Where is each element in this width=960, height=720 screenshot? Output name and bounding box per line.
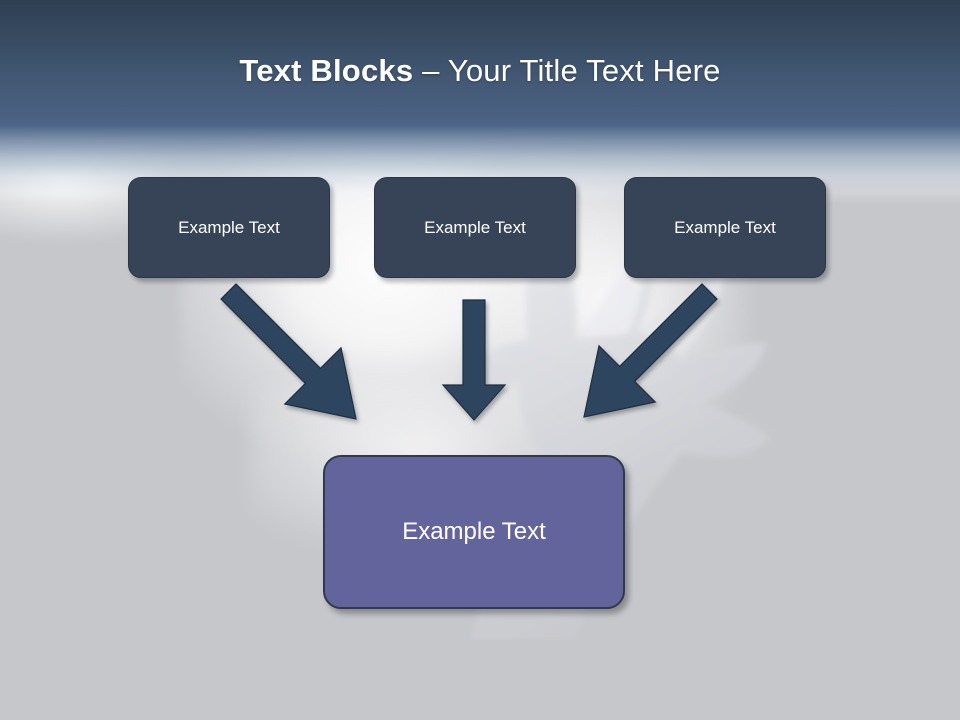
page-title-separator: –: [413, 53, 448, 88]
result-block-label: Example Text: [402, 518, 546, 545]
result-block[interactable]: Example Text: [323, 455, 625, 609]
text-block-3-label: Example Text: [674, 217, 776, 237]
text-block-3[interactable]: Example Text: [624, 177, 826, 278]
text-block-2-label: Example Text: [424, 217, 526, 237]
page-title-strong: Text Blocks: [239, 53, 414, 88]
text-block-1-label: Example Text: [178, 217, 280, 237]
text-block-2[interactable]: Example Text: [374, 177, 576, 278]
text-block-1[interactable]: Example Text: [128, 177, 330, 278]
title-band: [0, 0, 960, 128]
page-title-light: Your Title Text Here: [447, 53, 721, 88]
page-title: Text Blocks – Your Title Text Here: [0, 52, 960, 90]
